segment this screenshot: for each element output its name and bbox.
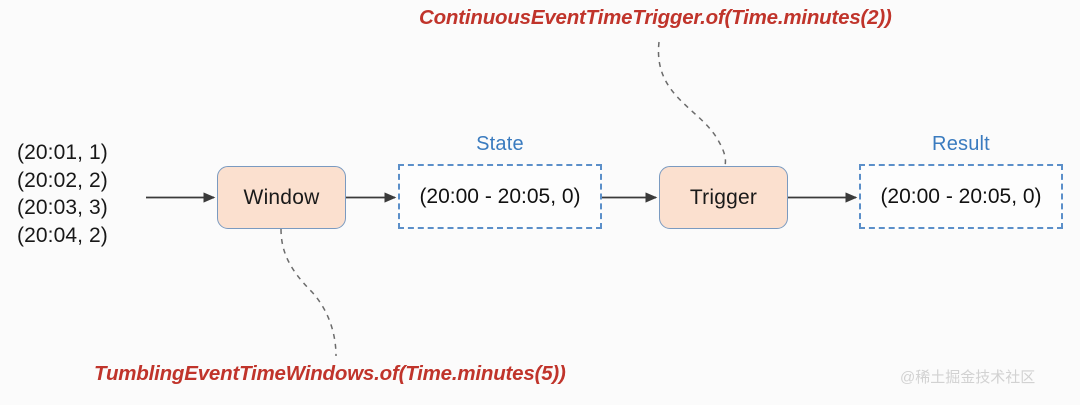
window-node: Window xyxy=(217,166,346,229)
result-value: (20:00 - 20:05, 0) xyxy=(880,184,1042,208)
watermark: @稀土掘金技术社区 xyxy=(900,369,1036,386)
trigger-node-label: Trigger xyxy=(689,185,758,209)
callout-curve-trigger xyxy=(657,41,727,167)
list-item: (20:01, 1) xyxy=(17,141,108,164)
list-item: (20:02, 2) xyxy=(17,168,108,192)
list-item: (20:03, 3) xyxy=(17,196,108,219)
window-node-label: Window xyxy=(243,185,320,209)
event-stream-list: (20:01, 1) (20:02, 2) (20:03, 3) (20:04,… xyxy=(17,139,192,249)
list-item: (20:04, 2) xyxy=(17,223,108,247)
result-label: Result xyxy=(932,133,990,155)
callout-curve-window xyxy=(280,228,337,357)
trigger-code-annotation: ContinuousEventTimeTrigger.of(Time.minut… xyxy=(419,6,892,29)
result-box: (20:00 - 20:05, 0) xyxy=(859,164,1063,229)
state-label: State xyxy=(476,133,524,155)
state-value: (20:00 - 20:05, 0) xyxy=(419,184,581,208)
state-box: (20:00 - 20:05, 0) xyxy=(398,164,602,229)
trigger-node: Trigger xyxy=(659,166,788,229)
window-code-annotation: TumblingEventTimeWindows.of(Time.minutes… xyxy=(94,362,566,385)
